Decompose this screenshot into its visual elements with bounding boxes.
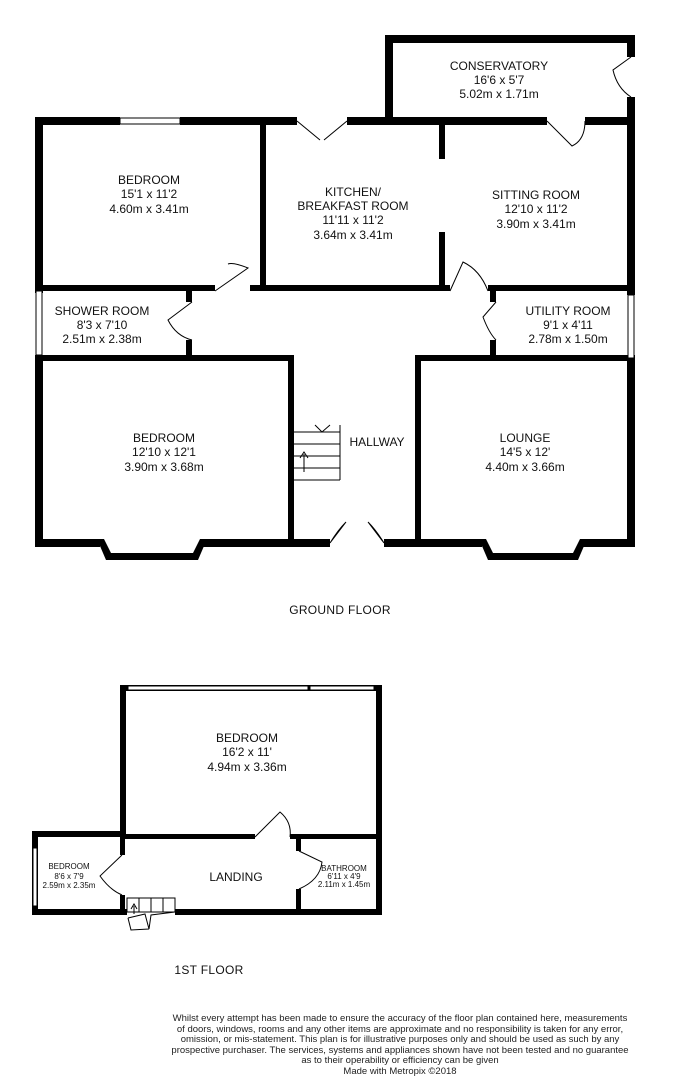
ground-floor-stairs bbox=[294, 424, 341, 481]
room-name: BEDROOM bbox=[216, 731, 278, 745]
room-bedroom-2: BEDROOM 12'10 x 12'1 3.90m x 3.68m bbox=[124, 431, 203, 474]
room-metric: 3.64m x 3.41m bbox=[313, 228, 392, 242]
room-imperial: 15'1 x 11'2 bbox=[121, 187, 178, 201]
room-landing: LANDING bbox=[209, 870, 262, 884]
room-name-line1: KITCHEN/ bbox=[325, 185, 382, 199]
room-conservatory: CONSERVATORY 16'6 x 5'7 5.02m x 1.71m bbox=[450, 59, 548, 101]
room-name: BEDROOM bbox=[118, 173, 180, 187]
room-metric: 5.02m x 1.71m bbox=[459, 87, 538, 101]
room-shower-room: SHOWER ROOM 8'3 x 7'10 2.51m x 2.38m bbox=[55, 304, 150, 346]
disclaimer: Whilst every attempt has been made to en… bbox=[150, 1013, 650, 1077]
first-floor-doors bbox=[99, 811, 323, 896]
room-metric: 4.60m x 3.41m bbox=[109, 202, 188, 216]
room-metric: 2.11m x 1.45m bbox=[318, 880, 371, 889]
ground-floor-windows bbox=[35, 117, 635, 359]
room-name: SHOWER ROOM bbox=[55, 304, 150, 318]
room-imperial: 12'10 x 11'2 bbox=[504, 202, 567, 216]
room-name: BEDROOM bbox=[133, 431, 195, 445]
room-name: SITTING ROOM bbox=[492, 188, 580, 202]
first-floor-stairs bbox=[126, 897, 176, 931]
room-name: UTILITY ROOM bbox=[525, 304, 610, 318]
room-utility-room: UTILITY ROOM 9'1 x 4'11 2.78m x 1.50m bbox=[525, 304, 610, 346]
room-metric: 2.59m x 2.35m bbox=[43, 881, 96, 890]
room-imperial: 6'11 x 4'9 bbox=[327, 872, 361, 881]
ground-floor-label: GROUND FLOOR bbox=[289, 603, 391, 617]
room-imperial: 16'2 x 11' bbox=[222, 745, 272, 759]
room-hallway: HALLWAY bbox=[349, 435, 404, 449]
room-lounge: LOUNGE 14'5 x 12' 4.40m x 3.66m bbox=[485, 431, 564, 474]
room-name: BATHROOM bbox=[321, 864, 367, 873]
disclaimer-line: of doors, windows, rooms and any other i… bbox=[176, 1023, 624, 1035]
room-imperial: 16'6 x 5'7 bbox=[474, 73, 525, 87]
room-name: BEDROOM bbox=[48, 862, 90, 871]
disclaimer-line: Whilst every attempt has been made to en… bbox=[172, 1013, 628, 1024]
room-metric: 2.51m x 2.38m bbox=[62, 332, 141, 346]
disclaimer-line: omission, or mis-statement. This plan is… bbox=[180, 1034, 620, 1045]
room-kitchen-breakfast: KITCHEN/ BREAKFAST ROOM 11'11 x 11'2 3.6… bbox=[297, 185, 408, 242]
room-imperial: 9'1 x 4'11 bbox=[543, 318, 593, 332]
disclaimer-credit: Made with Metropix ©2018 bbox=[343, 1065, 457, 1077]
room-imperial: 8'6 x 7'9 bbox=[54, 872, 84, 881]
room-bedroom-main: BEDROOM 16'2 x 11' 4.94m x 3.36m bbox=[207, 731, 286, 774]
room-sitting-room: SITTING ROOM 12'10 x 11'2 3.90m x 3.41m bbox=[492, 188, 580, 231]
disclaimer-line: prospective purchaser. The services, sys… bbox=[171, 1044, 629, 1056]
room-name: HALLWAY bbox=[349, 435, 404, 449]
room-metric: 4.94m x 3.36m bbox=[207, 760, 286, 774]
room-metric: 4.40m x 3.66m bbox=[485, 460, 564, 474]
first-floor-windows bbox=[32, 685, 375, 907]
room-metric: 3.90m x 3.41m bbox=[496, 217, 575, 231]
room-name-line2: BREAKFAST ROOM bbox=[297, 199, 408, 213]
ground-floor-doors bbox=[167, 56, 632, 544]
room-bathroom: BATHROOM 6'11 x 4'9 2.11m x 1.45m bbox=[318, 864, 371, 889]
ground-floor-walls bbox=[35, 35, 635, 560]
room-bedroom-small: BEDROOM 8'6 x 7'9 2.59m x 2.35m bbox=[43, 862, 96, 890]
room-bedroom-1: BEDROOM 15'1 x 11'2 4.60m x 3.41m bbox=[109, 173, 188, 216]
room-imperial: 12'10 x 12'1 bbox=[132, 445, 196, 459]
room-imperial: 14'5 x 12' bbox=[500, 445, 551, 459]
room-imperial: 11'11 x 11'2 bbox=[322, 213, 384, 227]
room-name: LOUNGE bbox=[500, 431, 551, 445]
room-imperial: 8'3 x 7'10 bbox=[77, 318, 128, 332]
disclaimer-line: as to their operability or efficiency ca… bbox=[301, 1055, 499, 1066]
room-name: LANDING bbox=[209, 870, 262, 884]
room-metric: 3.90m x 3.68m bbox=[124, 460, 203, 474]
first-floor-label: 1ST FLOOR bbox=[174, 963, 243, 977]
room-name: CONSERVATORY bbox=[450, 59, 548, 73]
room-metric: 2.78m x 1.50m bbox=[528, 332, 607, 346]
